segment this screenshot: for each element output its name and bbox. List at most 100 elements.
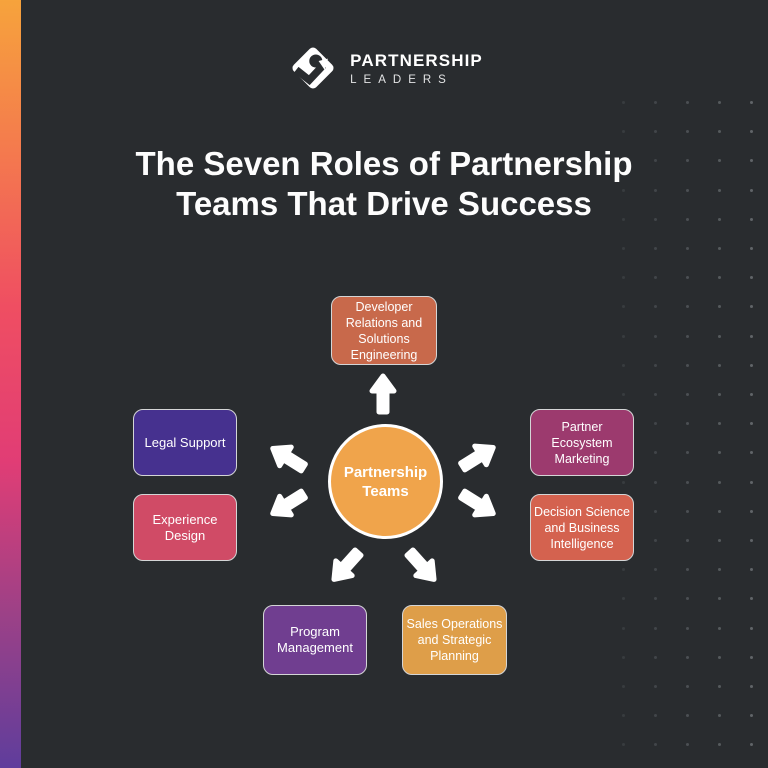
dot xyxy=(686,539,689,542)
dot xyxy=(622,714,625,717)
title-line-2: Teams That Drive Success xyxy=(176,185,592,222)
dot xyxy=(718,714,721,717)
dot xyxy=(622,627,625,630)
dot xyxy=(750,685,753,688)
dot xyxy=(654,481,657,484)
dot xyxy=(654,685,657,688)
arrow-upper-right-icon xyxy=(452,432,505,481)
title-line-1: The Seven Roles of Partnership xyxy=(135,145,633,182)
arrow-up-icon xyxy=(367,373,399,415)
dot xyxy=(718,393,721,396)
dot xyxy=(718,656,721,659)
dot xyxy=(718,305,721,308)
dot xyxy=(750,393,753,396)
dot xyxy=(686,422,689,425)
dot xyxy=(750,568,753,571)
dot xyxy=(686,451,689,454)
dot xyxy=(718,510,721,513)
dot xyxy=(654,510,657,513)
dot xyxy=(654,597,657,600)
dot xyxy=(686,743,689,746)
node-experience-design: Experience Design xyxy=(133,494,237,561)
dot xyxy=(750,451,753,454)
dot xyxy=(622,335,625,338)
dot xyxy=(622,743,625,746)
dot xyxy=(686,247,689,250)
dot xyxy=(686,393,689,396)
dot xyxy=(654,422,657,425)
dot xyxy=(622,364,625,367)
dot xyxy=(750,247,753,250)
dot xyxy=(750,743,753,746)
dot xyxy=(750,276,753,279)
dot xyxy=(622,305,625,308)
dot xyxy=(686,510,689,513)
dot xyxy=(718,743,721,746)
dot xyxy=(622,393,625,396)
dot xyxy=(622,130,625,133)
brand-word-leaders: LEADERS xyxy=(350,73,453,86)
dot xyxy=(718,247,721,250)
dot xyxy=(750,481,753,484)
dot xyxy=(750,656,753,659)
brand-logo: PARTNERSHIP LEADERS xyxy=(0,40,768,96)
dot xyxy=(622,685,625,688)
dot xyxy=(750,422,753,425)
center-hub-partnership-teams: Partnership Teams xyxy=(328,424,443,539)
node-decision-science: Decision Science and Business Intelligen… xyxy=(530,494,634,561)
dot xyxy=(654,539,657,542)
dot xyxy=(718,101,721,104)
arrow-down-right-icon xyxy=(396,540,448,593)
dot xyxy=(750,101,753,104)
dot xyxy=(686,685,689,688)
dot xyxy=(654,276,657,279)
dot xyxy=(686,627,689,630)
dot xyxy=(718,597,721,600)
dot xyxy=(654,714,657,717)
arrow-lower-left-icon xyxy=(262,479,315,528)
partnership-leaders-diamond-icon xyxy=(292,47,334,89)
dot xyxy=(622,101,625,104)
dot xyxy=(686,568,689,571)
dot xyxy=(718,539,721,542)
dot xyxy=(686,364,689,367)
dot xyxy=(686,335,689,338)
dot xyxy=(750,130,753,133)
dot xyxy=(654,130,657,133)
dot xyxy=(622,247,625,250)
dot xyxy=(718,335,721,338)
dot xyxy=(654,247,657,250)
dot xyxy=(686,481,689,484)
dot xyxy=(686,130,689,133)
dot xyxy=(750,335,753,338)
dot xyxy=(750,364,753,367)
dot xyxy=(622,276,625,279)
dot xyxy=(654,335,657,338)
node-program-management: Program Management xyxy=(263,605,367,675)
dot xyxy=(718,130,721,133)
dot xyxy=(654,393,657,396)
brand-word-partnership: PARTNERSHIP xyxy=(350,50,483,70)
dot xyxy=(654,305,657,308)
dot xyxy=(686,305,689,308)
dot xyxy=(750,539,753,542)
dot xyxy=(750,627,753,630)
dot xyxy=(622,568,625,571)
gradient-stripe xyxy=(0,0,21,768)
dot xyxy=(622,656,625,659)
arrow-lower-right-icon xyxy=(452,479,505,528)
node-legal-support: Legal Support xyxy=(133,409,237,476)
dot xyxy=(654,364,657,367)
dot xyxy=(686,276,689,279)
dot xyxy=(686,656,689,659)
dot xyxy=(718,685,721,688)
dot xyxy=(686,597,689,600)
dot xyxy=(750,597,753,600)
dot xyxy=(622,481,625,484)
dot xyxy=(718,568,721,571)
dot xyxy=(622,597,625,600)
dot xyxy=(654,451,657,454)
node-developer-relations: Developer Relations and Solutions Engine… xyxy=(331,296,437,365)
dot xyxy=(718,364,721,367)
